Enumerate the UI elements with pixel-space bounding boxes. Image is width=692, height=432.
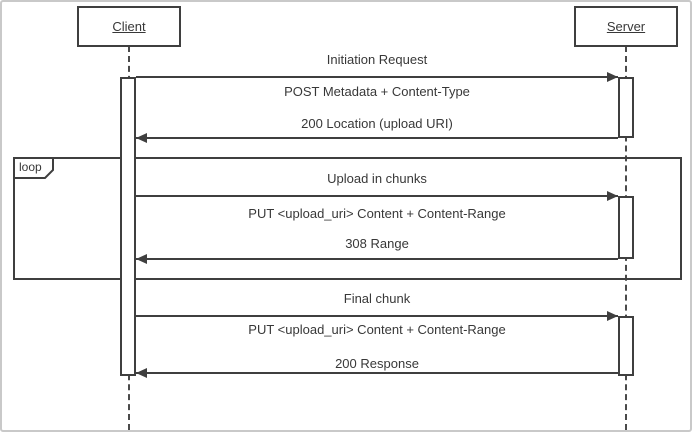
arrowhead-right-icon <box>607 72 618 82</box>
server-activation-bar-1 <box>618 77 634 138</box>
actor-client-label: Client <box>112 19 146 34</box>
arrow-line-put-final <box>136 315 618 317</box>
arrow-line-200-response <box>136 372 618 374</box>
phase-title-final-chunk: Final chunk <box>343 291 411 306</box>
arrow-line-308-range <box>136 258 618 260</box>
message-label-put-final: PUT <upload_uri> Content + Content-Range <box>248 322 506 337</box>
actor-server-label: Server <box>606 19 646 34</box>
message-label-200-location: 200 Location (upload URI) <box>301 116 453 131</box>
server-activation-bar-2 <box>618 196 634 259</box>
message-label-put-chunk: PUT <upload_uri> Content + Content-Range <box>248 206 506 221</box>
message-label-200-response: 200 Response <box>335 356 419 371</box>
server-activation-bar-3 <box>618 316 634 376</box>
loop-operator-pentagon-icon <box>13 157 54 179</box>
message-label-308-range: 308 Range <box>345 236 409 251</box>
arrow-line-post-metadata <box>136 76 618 78</box>
client-activation-bar <box>120 77 136 376</box>
actor-server: Server <box>574 6 678 47</box>
arrowhead-left-icon <box>136 368 147 378</box>
actor-client: Client <box>77 6 181 47</box>
arrowhead-left-icon <box>136 133 147 143</box>
phase-title-initiation-request: Initiation Request <box>326 52 428 67</box>
arrowhead-right-icon <box>607 311 618 321</box>
message-label-post-metadata: POST Metadata + Content-Type <box>284 84 470 99</box>
arrow-line-200-location <box>136 137 618 139</box>
loop-operator-label: loop <box>19 160 42 174</box>
arrowhead-right-icon <box>607 191 618 201</box>
arrow-line-put-chunk <box>136 195 618 197</box>
arrowhead-left-icon <box>136 254 147 264</box>
phase-title-upload-in-chunks: Upload in chunks <box>327 171 427 186</box>
loop-fragment <box>13 157 682 280</box>
